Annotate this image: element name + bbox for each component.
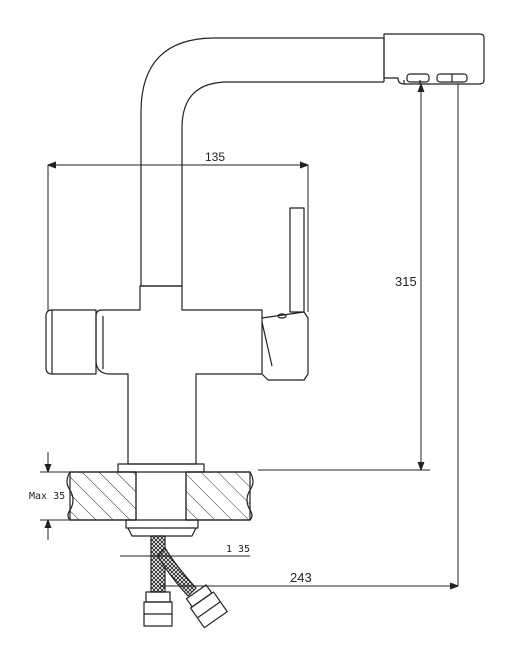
right-lever	[261, 207, 309, 381]
height-label: 315	[395, 274, 417, 289]
reach-dimension	[160, 84, 459, 590]
max-thickness-label: Max 35	[29, 491, 65, 502]
reach-label: 243	[290, 570, 312, 585]
thickness-dimension	[40, 452, 70, 540]
faucet-body	[95, 285, 263, 465]
left-handle	[45, 309, 97, 375]
countertop-section	[66, 471, 254, 521]
spout-head	[383, 33, 485, 85]
spout	[140, 37, 385, 287]
width-label: 135	[205, 150, 225, 164]
hose-thread-label: 1 35	[226, 544, 250, 555]
height-dimension	[258, 83, 430, 471]
width-dimension	[47, 161, 309, 169]
supply-hoses	[143, 535, 228, 629]
width-extension-lines	[47, 164, 309, 312]
